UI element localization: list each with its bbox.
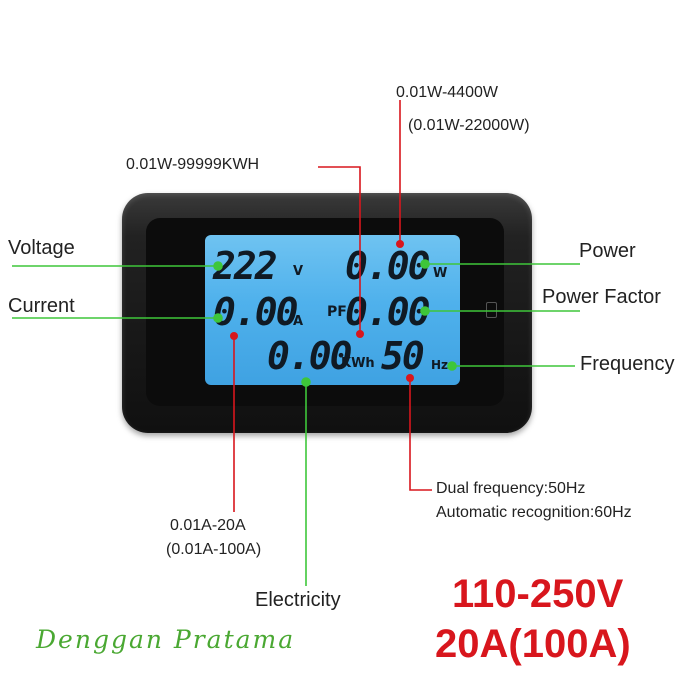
energy-readout: 0.00 <box>267 334 353 378</box>
current-label: Current <box>8 295 75 317</box>
energy-range-callout-dot <box>356 330 364 338</box>
frequency-label: Frequency <box>580 353 675 375</box>
pf-label: PF <box>327 304 347 320</box>
voltage-readout: 222 <box>213 244 278 288</box>
frequency-readout: 50 <box>381 334 425 378</box>
power-callout-dot <box>420 259 430 269</box>
voltage-range-spec: 110-250V <box>452 572 624 616</box>
current-callout-dot <box>213 313 223 323</box>
power-factor-callout-dot <box>420 306 430 316</box>
energy-unit: KWh <box>341 356 375 371</box>
current-unit: A <box>293 314 304 329</box>
power-factor-label: Power Factor <box>542 286 661 308</box>
reset-button-slot <box>486 302 497 318</box>
current-rating-spec: 20A(100A) <box>435 622 631 666</box>
energy-range-callout-line <box>318 166 361 334</box>
power-label: Power <box>579 240 636 262</box>
power-range-callout-dot <box>396 240 404 248</box>
voltage-callout-dot <box>213 261 223 271</box>
watermark-signature: Denggan Pratama <box>36 625 296 654</box>
current-range-label-line2: (0.01A-100A) <box>166 541 262 558</box>
power-range-label-line2: (0.01W-22000W) <box>408 117 530 134</box>
electricity-label: Electricity <box>255 589 341 611</box>
energy-range-label: 0.01W-99999KWH <box>126 156 260 173</box>
frequency-callout-dot <box>447 361 457 371</box>
frequency-note-callout-line <box>409 378 432 491</box>
power-range-label-line1: 0.01W-4400W <box>396 84 498 101</box>
electricity-callout-dot <box>301 377 311 387</box>
voltage-label: Voltage <box>8 237 75 259</box>
frequency-note-line1: Dual frequency:50Hz <box>436 480 586 497</box>
current-range-callout-dot <box>230 332 238 340</box>
frequency-note-line2: Automatic recognition:60Hz <box>436 504 632 521</box>
frequency-unit: Hz <box>431 358 449 372</box>
frequency-note-callout-dot <box>406 374 414 382</box>
power-unit: W <box>433 266 448 281</box>
current-range-label-line1: 0.01A-20A <box>170 517 246 534</box>
voltage-unit: V <box>293 264 304 279</box>
current-readout: 0.00 <box>213 290 299 334</box>
